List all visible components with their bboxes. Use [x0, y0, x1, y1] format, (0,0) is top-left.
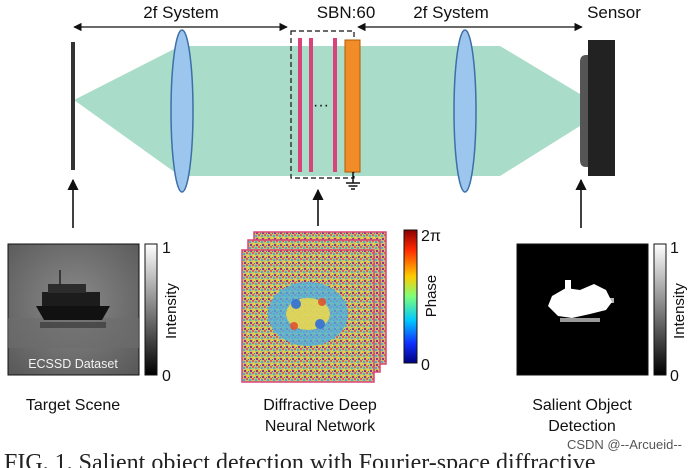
lens-right — [453, 29, 477, 193]
caption-d2nn-line1: Diffractive Deep — [263, 397, 377, 414]
cut-off-caption: FIG. 1. Salient object detection with Fo… — [4, 450, 596, 468]
phase-colorbar-max: 2π — [421, 228, 441, 245]
intensity-colorbar-right — [653, 243, 667, 376]
label-2f-left: 2f System — [143, 3, 219, 22]
phase-colorbar-title: Phase — [423, 275, 440, 318]
caption-saliency-line2: Detection — [548, 418, 616, 435]
target-plane — [71, 42, 75, 170]
intensity-colorbar-left — [144, 243, 158, 376]
caption-d2nn-line2: Neural Network — [265, 418, 376, 435]
colorbar-min-left: 0 — [162, 368, 171, 385]
sbn-crystal — [344, 39, 361, 173]
caption-target-scene: Target Scene — [26, 397, 120, 414]
optical-system: ··· 2f System SBN:60 2f System Sensor — [71, 3, 641, 193]
label-sensor: Sensor — [587, 3, 641, 22]
watermark: CSDN @--Arcueid-- — [567, 437, 682, 452]
phase-plate-1 — [298, 38, 302, 172]
d2nn-panel: 2π 0 Phase Diffractive Deep Neural Netwo… — [241, 228, 441, 435]
lens-left — [170, 29, 194, 193]
light-beam — [74, 46, 580, 176]
colorbar-max-left: 1 — [162, 240, 171, 257]
saliency-panel: 1 0 Intensity Salient Object Detection — [516, 240, 688, 435]
boat-icon — [36, 270, 110, 328]
phase-plate-3 — [333, 38, 337, 172]
phase-colorbar — [403, 229, 418, 364]
target-scene-panel: ECSSD Dataset 1 0 Intensity Target Scene — [7, 240, 180, 414]
colorbar-title-right: Intensity — [671, 283, 688, 339]
dataset-label: ECSSD Dataset — [28, 357, 118, 371]
label-2f-right: 2f System — [413, 3, 489, 22]
colorbar-min-right: 0 — [670, 368, 679, 385]
caption-saliency-line1: Salient Object — [532, 397, 632, 414]
phase-colorbar-min: 0 — [421, 357, 430, 374]
label-sbn: SBN:60 — [317, 3, 376, 22]
colorbar-title-left: Intensity — [163, 283, 180, 339]
plates-ellipsis: ··· — [313, 97, 329, 114]
phase-plate-2 — [309, 38, 313, 172]
sensor-body — [588, 40, 615, 176]
colorbar-max-right: 1 — [670, 240, 679, 257]
salient-object-mask — [548, 280, 614, 322]
